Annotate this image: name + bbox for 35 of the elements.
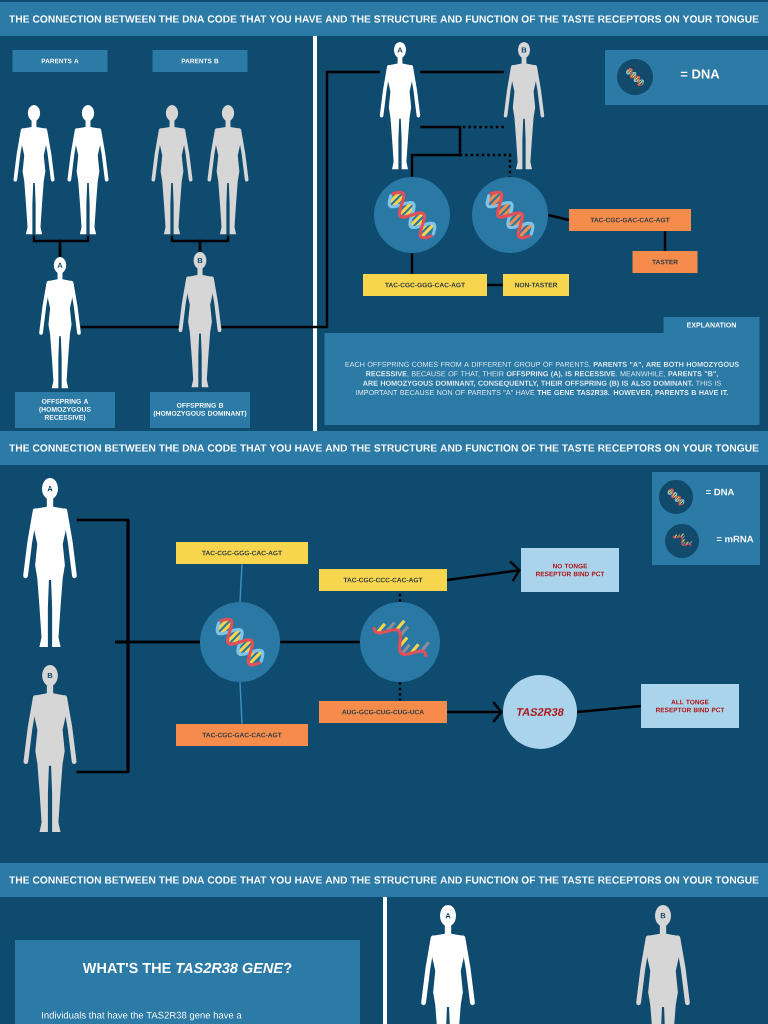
connector-line bbox=[398, 591, 402, 602]
connector-line bbox=[76, 640, 200, 774]
connector-line bbox=[458, 125, 512, 177]
arrow bbox=[447, 701, 503, 723]
title-banner: THE CONNECTION BETWEEN THE DNA CODE THAT YOU HAVE AND THE STRUCTURE AND FUNCTION OF THE TASTE RECEPTORS ON YOUR TONGUE bbox=[0, 2, 768, 36]
legend-text: = mRNA bbox=[716, 535, 754, 543]
connector-line bbox=[410, 253, 414, 274]
connector-line bbox=[547, 213, 570, 222]
dna-circle bbox=[472, 177, 548, 253]
connector-line bbox=[239, 563, 243, 603]
person-silhouette bbox=[67, 105, 109, 235]
person-silhouette bbox=[151, 105, 193, 235]
connector-line bbox=[410, 125, 462, 177]
connector-line bbox=[80, 325, 179, 329]
connector-line bbox=[420, 70, 504, 74]
arrow bbox=[447, 560, 521, 582]
connector-line bbox=[198, 235, 230, 252]
person-silhouette bbox=[207, 105, 249, 235]
connector-line bbox=[58, 235, 90, 257]
legend-text: = DNA bbox=[706, 488, 735, 496]
connector-line bbox=[280, 640, 360, 644]
dna-circle bbox=[374, 177, 450, 253]
legend-text: = DNA bbox=[680, 69, 720, 79]
title-banner: THE CONNECTION BETWEEN THE DNA CODE THAT YOU HAVE AND THE STRUCTURE AND FUNCTION OF THE TASTE RECEPTORS ON YOUR TONGUE bbox=[0, 431, 768, 465]
connector-line bbox=[663, 231, 667, 251]
connector-line bbox=[398, 682, 402, 701]
connector-line bbox=[487, 283, 503, 287]
info-card: WHAT'S THE TAS2R38 GENE? Individuals that have the TAS2R38 gene have a bbox=[15, 940, 360, 1024]
connector-line bbox=[221, 70, 380, 329]
dna-circle bbox=[200, 602, 280, 682]
connector-line bbox=[577, 704, 641, 714]
mrna-circle bbox=[360, 602, 440, 682]
connector-line bbox=[239, 681, 243, 725]
person-silhouette bbox=[13, 105, 55, 235]
title-banner: THE CONNECTION BETWEEN THE DNA CODE THAT YOU HAVE AND THE STRUCTURE AND FUNCTION OF THE TASTE RECEPTORS ON YOUR TONGUE bbox=[0, 863, 768, 897]
